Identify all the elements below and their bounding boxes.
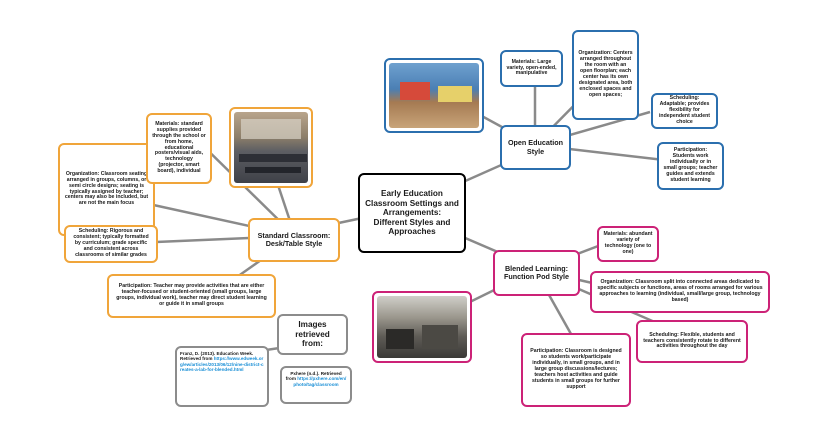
source-2-text: Pxhere (n.d.). Retrieved from xyxy=(285,371,342,382)
blended-learning-image xyxy=(372,291,472,363)
open-scheduling-node: Scheduling: Adaptable; provides flexibil… xyxy=(651,93,718,129)
blended-scheduling-node: Scheduling: Flexible, students and teach… xyxy=(636,320,748,363)
central-node: Early Education Classroom Settings and A… xyxy=(358,173,466,253)
blended-participation-node: Participation: Classroom is designed so … xyxy=(521,333,631,407)
open-title: Open Education Style xyxy=(507,138,564,156)
standard-title: Standard Classroom: Desk/Table Style xyxy=(257,230,331,248)
source-2-link[interactable]: https://pxhere.com/en/photo/tag/classroo… xyxy=(293,376,347,387)
standard-scheduling-node: Scheduling: Rigorous and consistent; typ… xyxy=(64,225,158,263)
open-scheduling-text: Scheduling: Adaptable; provides flexibil… xyxy=(658,95,710,125)
standard-organization-text: Organization: Classroom seating arranged… xyxy=(64,170,149,207)
standard-classroom-image xyxy=(229,107,313,188)
open-participation-node: Participation: Students work individuall… xyxy=(657,142,724,190)
standard-materials-node: Materials: standard supplies provided th… xyxy=(146,113,212,184)
blended-organization-text: Organization: Classroom split into conne… xyxy=(597,279,763,303)
source-2-node: Pxhere (n.d.). Retrieved from https://px… xyxy=(280,366,352,404)
source-1-text: Franz, D. (2013). Education Week. Retrie… xyxy=(180,351,254,362)
standard-participation-node: Participation: Teacher may provide activ… xyxy=(107,274,276,318)
blended-node: Blended Learning: Function Pod Style xyxy=(493,250,580,296)
standard-node: Standard Classroom: Desk/Table Style xyxy=(248,218,340,262)
sources-title: Images retrieved from: xyxy=(295,320,330,349)
blended-scheduling-text: Scheduling: Flexible, students and teach… xyxy=(643,331,741,350)
source-1-link[interactable]: https://www.edweek.org/ew/articles/2013/… xyxy=(180,356,264,372)
open-materials-text: Materials: Large variety, open-ended, ma… xyxy=(506,58,557,77)
open-node: Open Education Style xyxy=(500,125,571,170)
open-education-image xyxy=(384,58,484,133)
sources-title-node: Images retrieved from: xyxy=(277,314,348,355)
blended-title: Blended Learning: Function Pod Style xyxy=(503,263,570,281)
standard-scheduling-text: Scheduling: Rigorous and consistent; typ… xyxy=(73,228,149,258)
open-organization-text: Organization: Centers arranged throughou… xyxy=(578,50,633,98)
blended-organization-node: Organization: Classroom split into conne… xyxy=(590,271,770,313)
blended-participation-text: Participation: Classroom is designed so … xyxy=(530,348,622,390)
standard-participation-text: Participation: Teacher may provide activ… xyxy=(116,283,267,307)
open-participation-text: Participation: Students work individuall… xyxy=(663,147,718,183)
blended-materials-node: Materials: abundant variety of technolog… xyxy=(597,226,659,262)
central-title: Early Education Classroom Settings and A… xyxy=(365,189,459,237)
blended-materials-text: Materials: abundant variety of technolog… xyxy=(603,231,653,255)
standard-organization-node: Organization: Classroom seating arranged… xyxy=(58,143,155,236)
open-materials-node: Materials: Large variety, open-ended, ma… xyxy=(500,50,563,87)
open-organization-node: Organization: Centers arranged throughou… xyxy=(572,30,639,120)
standard-materials-text: Materials: standard supplies provided th… xyxy=(152,120,206,175)
source-1-node: Franz, D. (2013). Education Week. Retrie… xyxy=(175,346,269,407)
